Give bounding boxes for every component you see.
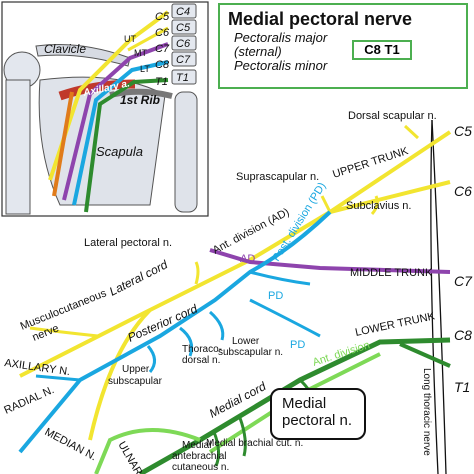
axillary-branch bbox=[35, 374, 81, 382]
inset-root-c7: C7 bbox=[155, 43, 170, 55]
lower-trunk-label: LOWER TRUNK bbox=[354, 310, 436, 339]
medial-brachial-branch bbox=[238, 417, 247, 457]
vertebra-label-t1: T1 bbox=[176, 72, 189, 84]
root-label-c8: C8 bbox=[454, 327, 472, 343]
vertebra-label-c7: C7 bbox=[176, 54, 191, 66]
inset-root-c8: C8 bbox=[155, 59, 170, 71]
inset-middle-nerve bbox=[62, 42, 169, 201]
dorsal-scapular-label: Dorsal scapular n. bbox=[348, 110, 437, 122]
ad-label: AD bbox=[240, 253, 255, 265]
inset-skeleton: Clavicle Axillary a. 1st Rib Scapula C4 … bbox=[1, 1, 209, 217]
sternum-rib-cage bbox=[174, 91, 198, 213]
medial-antebrachial-label-1: Medial bbox=[182, 440, 211, 451]
inset-medial-nerve bbox=[84, 78, 169, 213]
vertebral-column bbox=[171, 3, 198, 213]
medial-antebrachial-label-2: antebrachial bbox=[172, 451, 226, 462]
root-label-c7: C7 bbox=[454, 273, 473, 289]
subclavius-branch bbox=[370, 195, 379, 215]
muscle-2: Pectoralis minor bbox=[234, 58, 328, 73]
lateral-pectoral-label: Lateral pectoral n. bbox=[84, 237, 172, 249]
clavicle-label: Clavicle bbox=[44, 42, 86, 56]
radial-nerve-label: RADIAL N. bbox=[2, 384, 56, 417]
musculocutaneous-branch bbox=[29, 326, 99, 338]
posterior-cord-line bbox=[18, 210, 332, 454]
medial-root-median bbox=[94, 428, 201, 474]
pd-label-1: PD bbox=[268, 290, 283, 302]
middle-trunk-group bbox=[209, 248, 451, 274]
lower-subscapular-label-2: subscapular n. bbox=[218, 347, 283, 358]
medial-pectoral-callout: Medial pectoral n. bbox=[270, 388, 366, 440]
lower-subscapular-branch bbox=[208, 310, 225, 341]
inset-lt-label: LT bbox=[140, 64, 150, 74]
inset-posterior-nerve bbox=[72, 60, 169, 206]
medial-antebrachial-label-3: cutaneous n. bbox=[172, 462, 229, 473]
long-thoracic-line-2 bbox=[431, 119, 447, 474]
suprascapular-label: Suprascapular n. bbox=[236, 171, 319, 183]
long-thoracic-line-1 bbox=[430, 119, 439, 474]
lower-subscapular-label-1: Lower bbox=[232, 336, 260, 347]
inset-c6-root bbox=[127, 26, 169, 52]
long-thoracic-label: Long thoracic nerve bbox=[421, 368, 432, 456]
callout-text: Medial pectoral n. bbox=[282, 395, 352, 429]
inset-ut-label: UT bbox=[124, 34, 136, 44]
posterior-group bbox=[18, 210, 332, 454]
medial-brachial-label: Medial brachial cut. n. bbox=[206, 438, 303, 449]
root-label-c5: C5 bbox=[454, 123, 472, 139]
root-label-c6: C6 bbox=[454, 183, 472, 199]
vertebra-c4 bbox=[171, 3, 197, 19]
vertebra-c6 bbox=[171, 35, 197, 51]
lateral-pectoral-branch bbox=[194, 261, 200, 285]
clavicle-bone bbox=[35, 44, 131, 67]
pd-lower bbox=[249, 298, 321, 338]
humerus-shaft bbox=[5, 79, 31, 215]
thoracodorsal-label-2: dorsal n. bbox=[182, 355, 220, 366]
inset-root-t1: T1 bbox=[155, 76, 168, 88]
roots-badge: C8 T1 bbox=[352, 40, 412, 60]
upper-trunk-label: UPPER TRUNK bbox=[331, 145, 410, 181]
title-box: Medial pectoral nerve Pectoralis major (… bbox=[218, 3, 468, 89]
inset-orange-nerve bbox=[52, 91, 74, 197]
musculocutaneous-label-1: Musculocutaneous bbox=[19, 287, 109, 333]
t1-root-line bbox=[399, 342, 451, 368]
callout-line-2: pectoral n. bbox=[282, 412, 353, 429]
muscle-1-note: (sternal) bbox=[234, 44, 282, 59]
middle-trunk-label: MIDDLE TRUNK bbox=[350, 267, 433, 279]
vertebra-c5 bbox=[171, 19, 197, 35]
pd-middle bbox=[249, 270, 311, 286]
upper-subscapular-label-1: Upper bbox=[122, 364, 150, 375]
innervated-muscles: Pectoralis major (sternal) Pectoralis mi… bbox=[234, 31, 327, 73]
pd-label-2: PD bbox=[290, 339, 305, 351]
root-label-t1: T1 bbox=[454, 379, 470, 395]
vertebra-c7 bbox=[171, 51, 197, 67]
upper-subscapular-label-2: subscapular bbox=[108, 376, 163, 387]
upper-subscapular-branch bbox=[146, 345, 156, 373]
thoracodorsal-label-1: Thoraco- bbox=[182, 344, 222, 355]
first-rib-label: 1st Rib bbox=[120, 93, 160, 107]
medial-cord-label: Medial cord bbox=[207, 379, 269, 421]
middle-trunk-line bbox=[209, 248, 451, 274]
vertebra-t1 bbox=[171, 69, 197, 85]
thoracodorsal-branch bbox=[179, 326, 194, 357]
scapula-label: Scapula bbox=[96, 144, 143, 159]
page-title: Medial pectoral nerve bbox=[228, 9, 413, 29]
suprascapular-branch bbox=[320, 195, 332, 213]
inset-root-c6: C6 bbox=[155, 27, 170, 39]
lateral-cord-label: Lateral cord bbox=[107, 257, 170, 298]
long-thoracic-nerve bbox=[430, 119, 447, 474]
inset-root-c5: C5 bbox=[155, 11, 170, 23]
medial-antebrachial-branch bbox=[212, 431, 221, 467]
subclavius-label: Subclavius n. bbox=[346, 200, 411, 212]
muscle-1: Pectoralis major bbox=[234, 30, 328, 45]
callout-line-1: Medial bbox=[282, 395, 327, 412]
dorsal-scapular-branch bbox=[403, 124, 420, 140]
c6-root-line bbox=[329, 180, 451, 214]
vertebra-label-c6: C6 bbox=[176, 38, 191, 50]
inset-mt-label: MT bbox=[134, 48, 147, 58]
vertebra-label-c4: C4 bbox=[176, 6, 190, 18]
vertebra-label-c5: C5 bbox=[176, 22, 191, 34]
